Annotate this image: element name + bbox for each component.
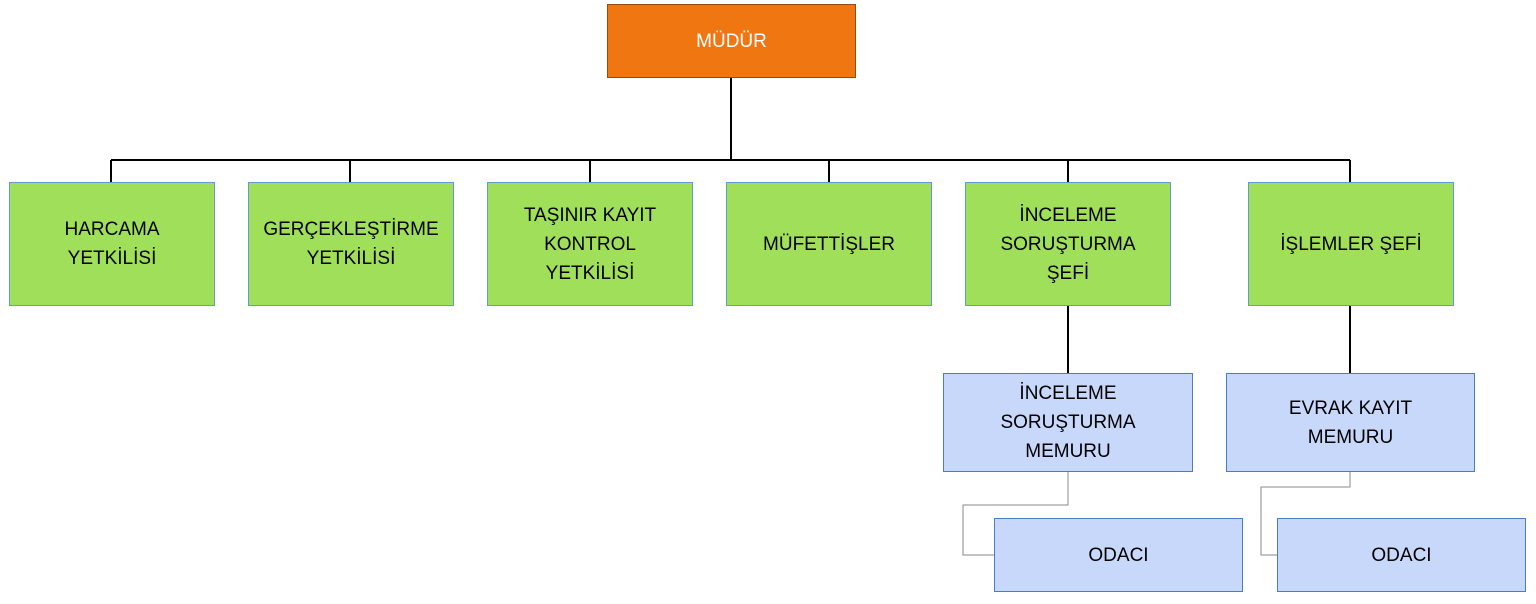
connector-odaci-1: [962, 472, 1069, 556]
node-inceleme-sorusturma-memuru: İNCELEME SORUŞTURMA MEMURU: [943, 373, 1193, 472]
node-tasinir-kayit-kontrol-yetkilisi: TAŞINIR KAYIT KONTROL YETKİLİSİ: [487, 182, 693, 306]
node-mudur: MÜDÜR: [607, 4, 856, 78]
node-odaci-2: ODACI: [1277, 518, 1526, 592]
node-odaci-1: ODACI: [994, 518, 1243, 592]
connector-odaci-2: [1260, 472, 1351, 556]
node-islemler-sefi: İŞLEMLER ŞEFİ: [1248, 182, 1454, 306]
node-inceleme-sorusturma-sefi: İNCELEME SORUŞTURMA ŞEFİ: [965, 182, 1171, 306]
node-evrak-kayit-memuru: EVRAK KAYIT MEMURU: [1226, 373, 1475, 472]
node-harcama-yetkilisi: HARCAMA YETKİLİSİ: [9, 182, 215, 306]
node-mufettisler: MÜFETTİŞLER: [726, 182, 932, 306]
node-gerceklestirme-yetkilisi: GERÇEKLEŞTİRME YETKİLİSİ: [248, 182, 454, 306]
